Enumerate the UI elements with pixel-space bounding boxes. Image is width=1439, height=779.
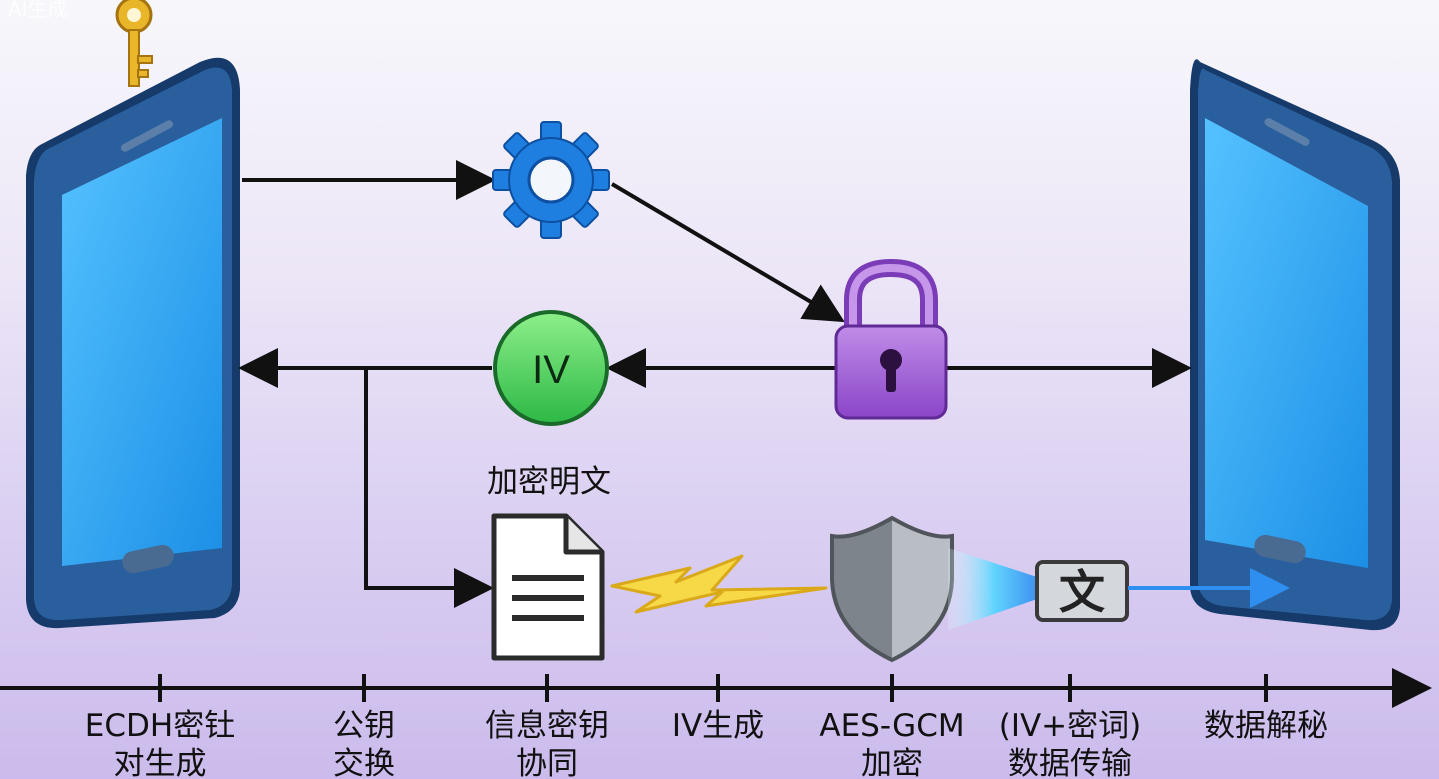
timeline-step-label: ECDH密钍 <box>85 708 235 744</box>
cipher-glyph: 文 <box>1059 565 1105 619</box>
timeline-step-label-line2: 交换 <box>333 746 395 779</box>
timeline-step-label-line2: 加密 <box>861 746 923 779</box>
gear-icon <box>492 121 610 239</box>
document-label: 加密明文 <box>487 464 611 500</box>
watermark: AI生成 <box>8 0 68 21</box>
timeline-step-label-line2: 数据传输 <box>1008 746 1132 779</box>
timeline-step-label: 信息密钥 <box>485 708 609 744</box>
shield-icon <box>830 515 954 663</box>
iv-circle-icon: IV <box>493 310 609 426</box>
timeline-step-label-line2: 协同 <box>516 746 578 779</box>
arrow-gear-to-lock <box>610 182 845 323</box>
timeline-step-label: IV生成 <box>672 708 764 744</box>
timeline-step-label-line2: 对生成 <box>114 746 207 779</box>
lightning-icon <box>610 554 828 614</box>
timeline-step-label: 数据解秘 <box>1204 708 1328 744</box>
padlock-icon <box>834 258 948 420</box>
timeline-step-label: (IV+密词) <box>999 708 1142 744</box>
iv-label: IV <box>532 348 570 392</box>
timeline-step-label: 公钥 <box>333 708 395 744</box>
left-phone <box>26 57 240 629</box>
right-phone <box>1190 59 1400 631</box>
document-icon <box>491 513 605 661</box>
cipher-text-icon: 文 <box>1035 560 1129 622</box>
key-icon <box>115 0 153 87</box>
arrow-branch-to-document <box>364 368 494 608</box>
timeline-step-label: AES-GCM <box>819 708 964 744</box>
encryption-beam <box>948 548 1040 630</box>
